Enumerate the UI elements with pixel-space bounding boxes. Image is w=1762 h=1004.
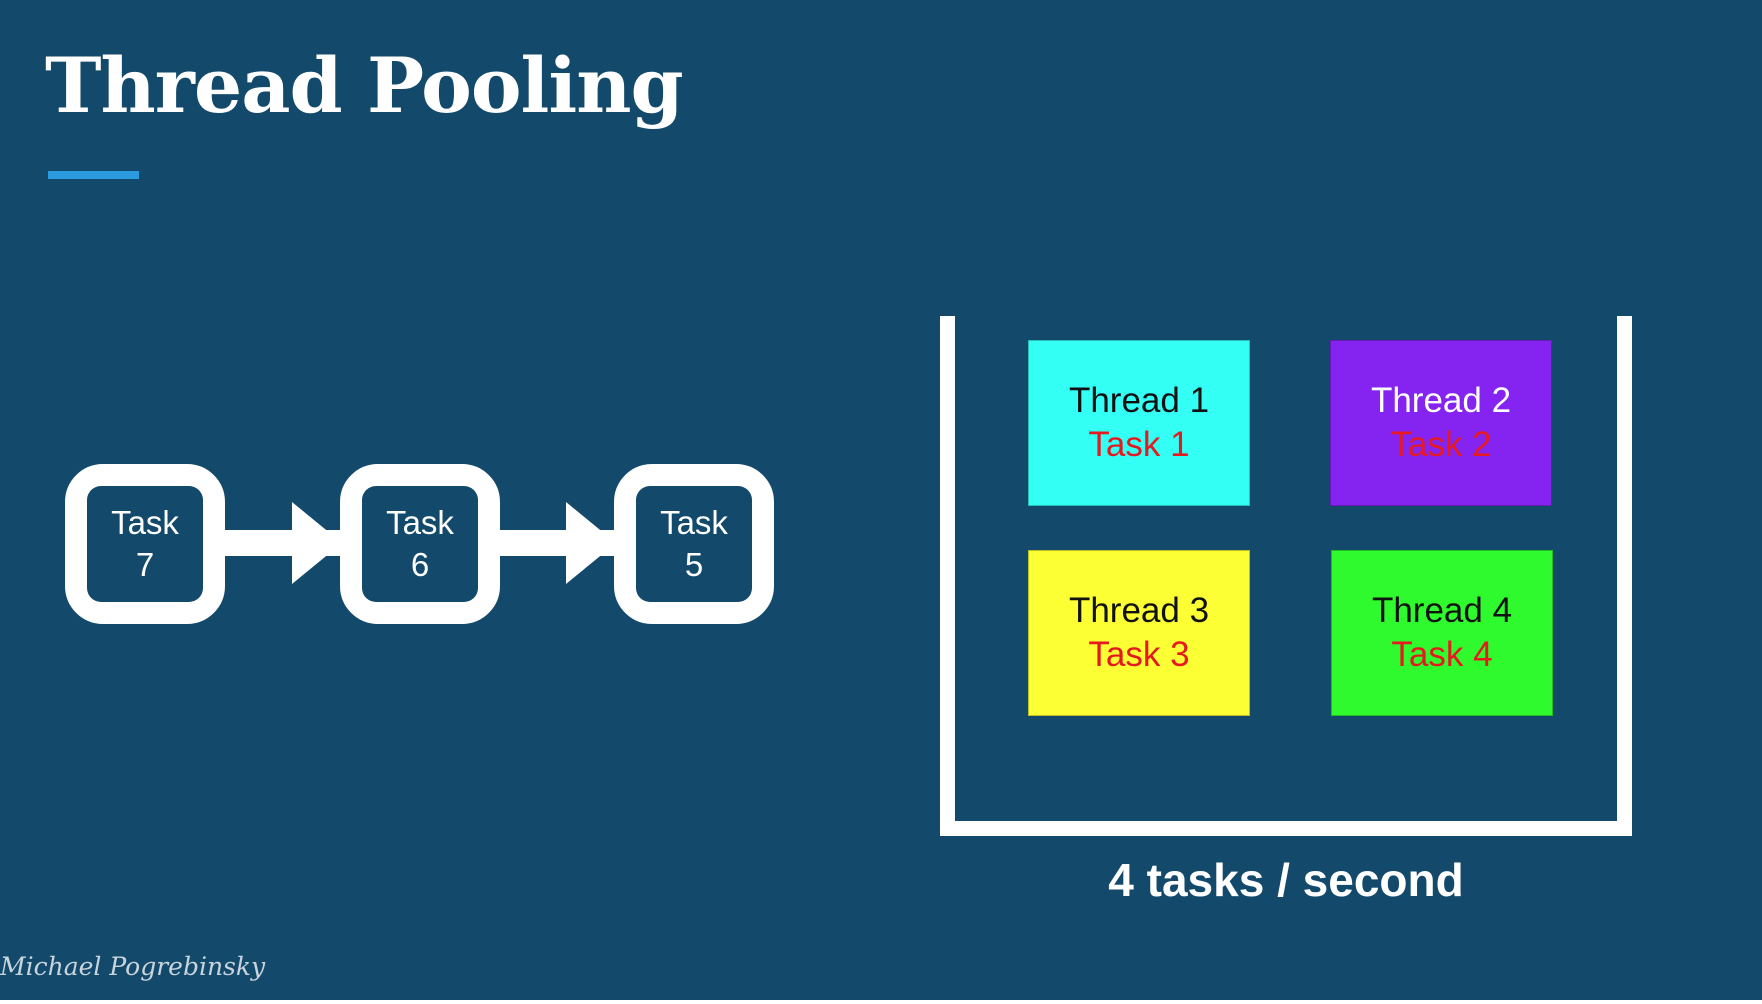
queue-arrow-1 — [218, 502, 342, 584]
thread-task: Task 3 — [1088, 635, 1190, 674]
queue-arrow-2 — [492, 502, 616, 584]
thread-name: Thread 2 — [1370, 381, 1512, 420]
thread-task: Task 4 — [1391, 635, 1493, 674]
arrow-head-icon — [292, 502, 342, 584]
thread-name: Thread 3 — [1068, 591, 1210, 630]
queue-task-label: Task 5 — [660, 504, 728, 583]
queue-task-node: Task 5 — [614, 464, 774, 624]
thread-pool-container — [940, 316, 1632, 836]
thread-task: Task 1 — [1088, 425, 1190, 464]
queue-task-node: Task 7 — [65, 464, 225, 624]
throughput-label: 4 tasks / second — [1108, 854, 1464, 906]
queue-task-label: Task 7 — [111, 504, 179, 583]
author-credit: Michael Pogrebinsky — [0, 952, 266, 981]
thread-task: Task 2 — [1390, 425, 1492, 464]
thread-box: Thread 1 Task 1 — [1028, 340, 1250, 506]
thread-box: Thread 4 Task 4 — [1331, 550, 1553, 716]
arrow-head-icon — [566, 502, 616, 584]
queue-task-node: Task 6 — [340, 464, 500, 624]
queue-task-label: Task 6 — [386, 504, 454, 583]
title-underline — [48, 171, 139, 179]
thread-name: Thread 1 — [1068, 381, 1210, 420]
thread-box: Thread 3 Task 3 — [1028, 550, 1250, 716]
slide-title: Thread Pooling — [45, 41, 684, 130]
thread-box: Thread 2 Task 2 — [1330, 340, 1552, 506]
thread-name: Thread 4 — [1371, 591, 1513, 630]
